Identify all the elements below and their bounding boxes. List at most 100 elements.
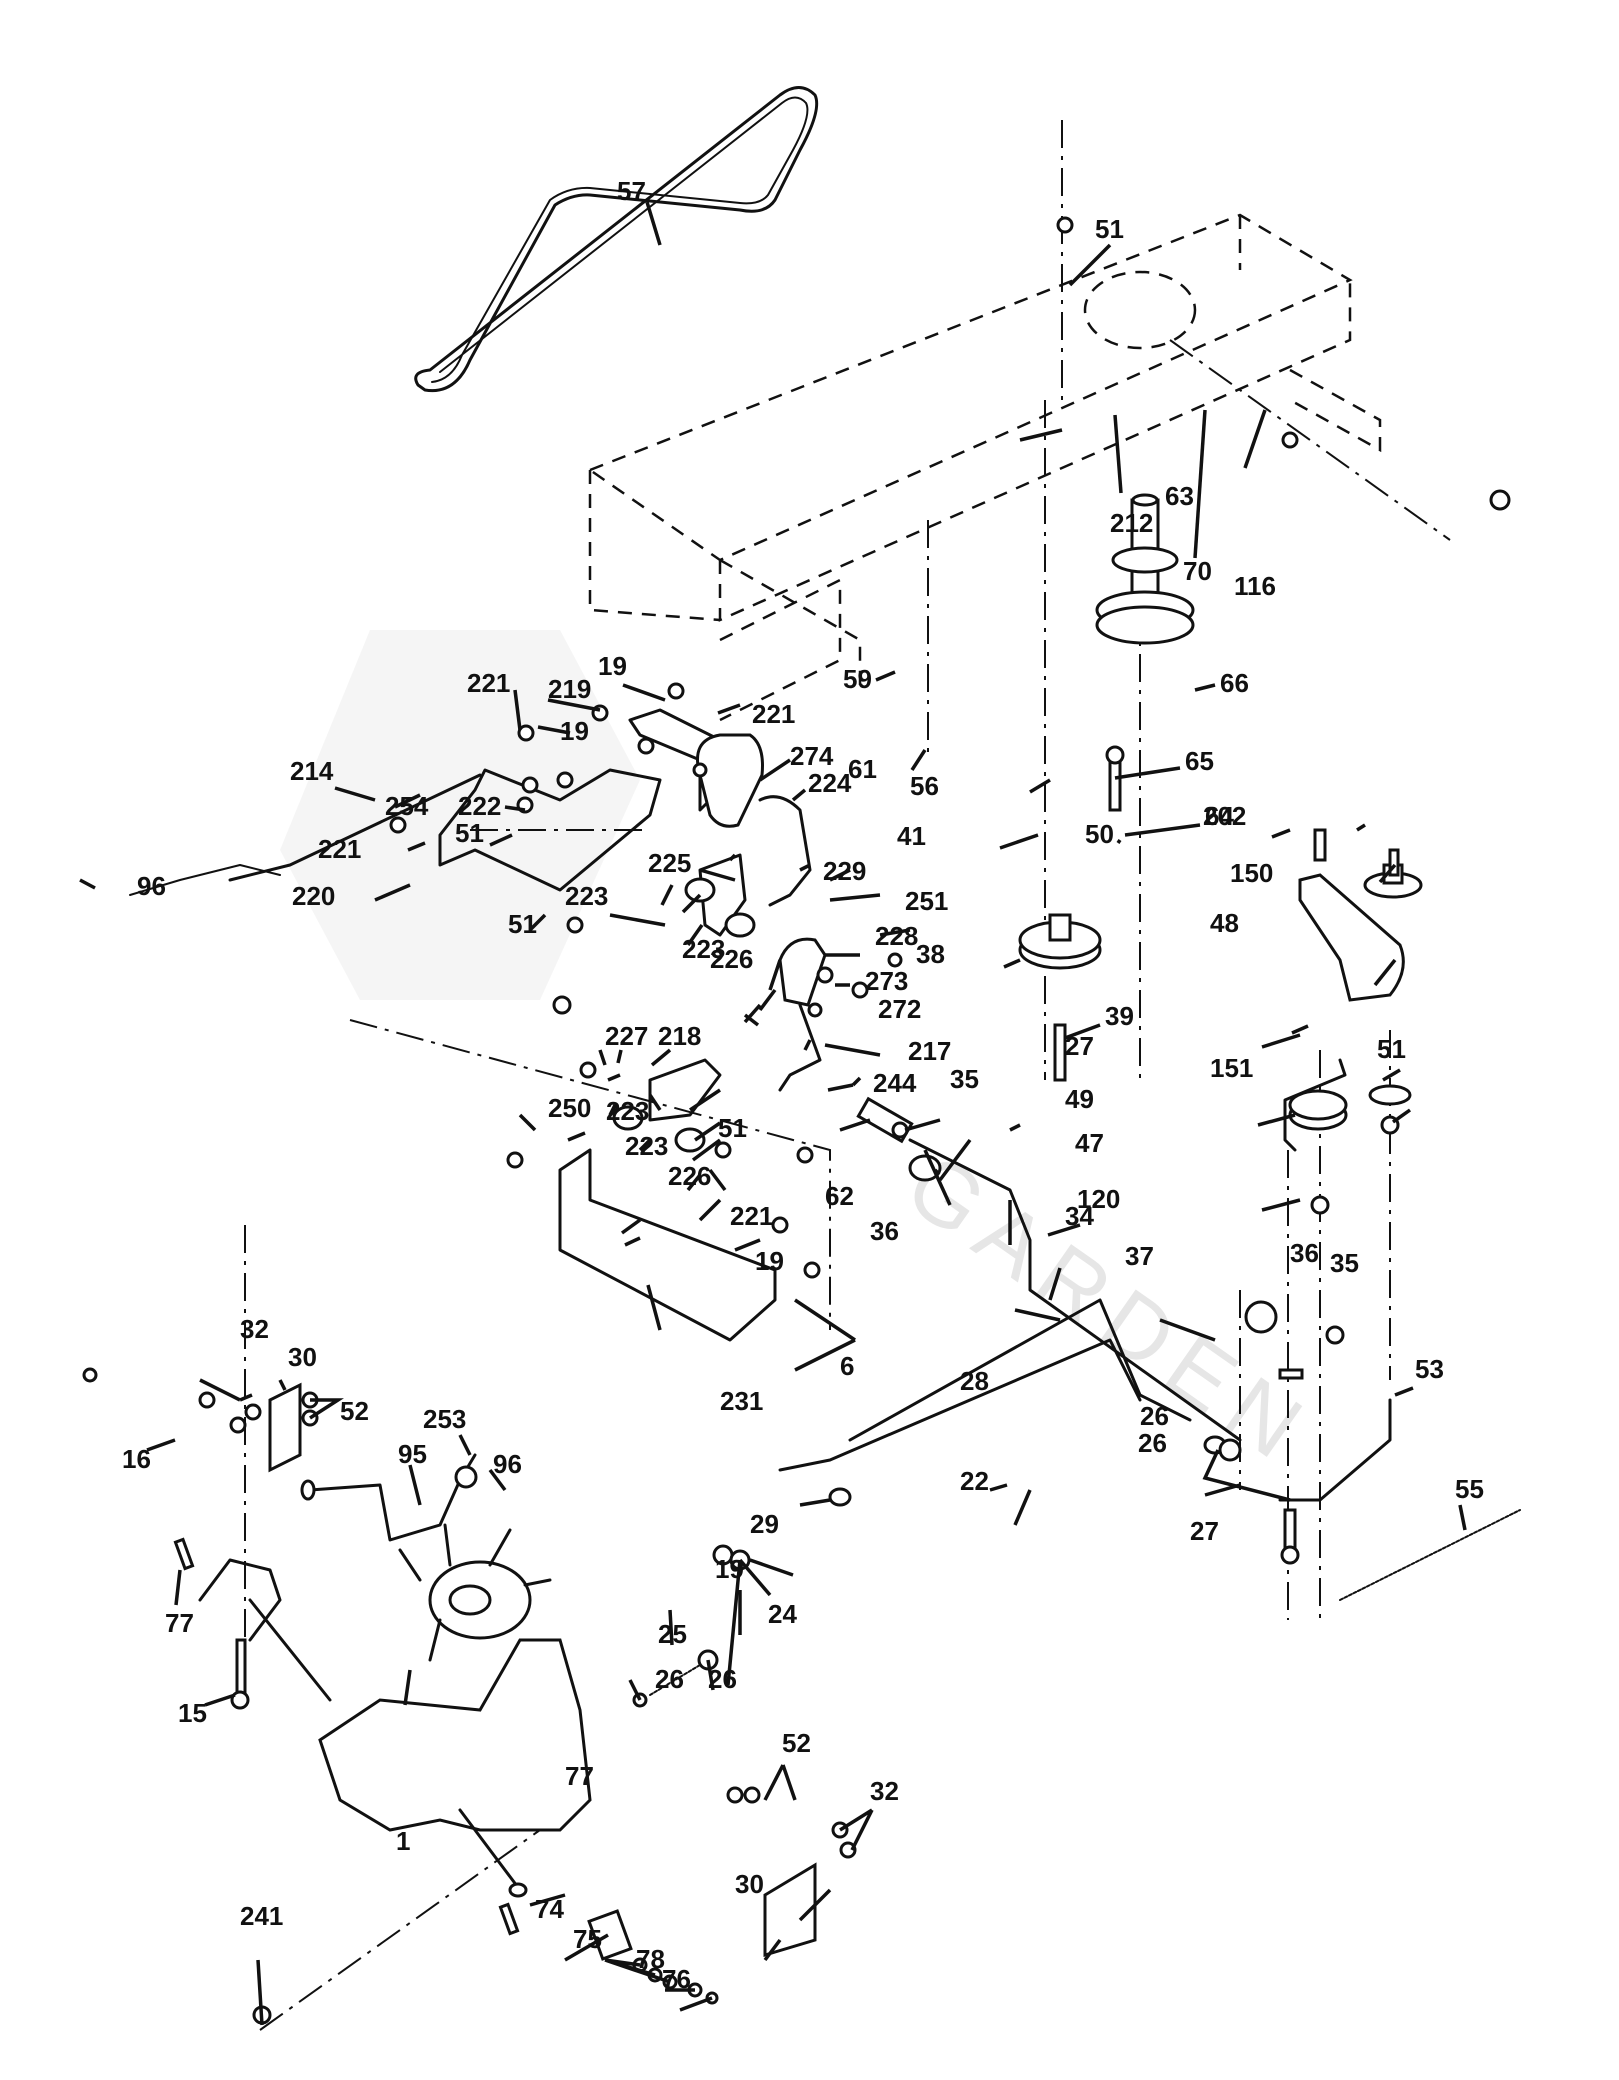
callout-226-b[interactable]: 226 [668,1161,711,1191]
callout-120[interactable]: 120 [1077,1184,1120,1214]
callout-253[interactable]: 253 [423,1404,466,1434]
callout-212[interactable]: 212 [1110,508,1153,538]
callout-64[interactable]: 64 [1205,801,1234,831]
callout-254[interactable]: 254 [385,791,429,821]
callout-48[interactable]: 48 [1210,908,1239,938]
callout-116[interactable]: 116 [1234,571,1276,601]
callout-217[interactable]: 217 [908,1036,951,1066]
callout-250[interactable]: 250 [548,1093,591,1123]
callout-51-e[interactable]: 51 [1377,1034,1406,1064]
callout-32-a[interactable]: 32 [240,1314,269,1344]
callout-35-a[interactable]: 35 [950,1064,979,1094]
callout-19-c[interactable]: 19 [755,1246,784,1276]
callout-202[interactable]: 202 [1203,801,1246,831]
callout-19-d[interactable]: 19 [715,1554,744,1584]
callout-51-d[interactable]: 51 [718,1113,747,1143]
callout-41[interactable]: 41 [897,821,926,851]
callout-224[interactable]: 224 [808,768,852,798]
callout-30-a[interactable]: 30 [288,1342,317,1372]
callout-151[interactable]: 151 [1210,1053,1253,1083]
callout-61[interactable]: 61 [848,754,877,784]
callout-78[interactable]: 78 [636,1944,665,1974]
callout-96-b[interactable]: 96 [493,1449,522,1479]
callout-51-c[interactable]: 51 [508,909,537,939]
callout-53[interactable]: 53 [1415,1354,1444,1384]
callout-25[interactable]: 25 [658,1619,687,1649]
callout-35-b[interactable]: 35 [1330,1248,1359,1278]
callout-22[interactable]: 22 [960,1466,989,1496]
callout-95[interactable]: 95 [398,1439,427,1469]
callout-223-d[interactable]: 223 [625,1131,668,1161]
callout-47[interactable]: 47 [1075,1128,1104,1158]
callout-26-c[interactable]: 26 [655,1664,684,1694]
callout-39[interactable]: 39 [1105,1001,1134,1031]
callout-221-d[interactable]: 221 [730,1201,773,1231]
callout-19-a[interactable]: 19 [598,651,627,681]
callout-221-b[interactable]: 221 [752,699,795,729]
callout-272[interactable]: 272 [878,994,921,1024]
callout-15[interactable]: 15 [178,1698,207,1728]
callout-63[interactable]: 63 [1165,481,1194,511]
callout-62[interactable]: 62 [825,1181,854,1211]
callout-150[interactable]: 150 [1230,858,1273,888]
callout-221-c[interactable]: 221 [318,834,361,864]
callout-27-upper[interactable]: 27 [1065,1031,1094,1061]
callout-222[interactable]: 222 [458,791,501,821]
callout-26-d[interactable]: 26 [708,1664,737,1694]
callout-16[interactable]: 16 [122,1444,151,1474]
callout-274[interactable]: 274 [790,741,834,771]
callout-219[interactable]: 219 [548,674,591,704]
callout-223-b[interactable]: 223 [682,934,725,964]
callout-6[interactable]: 6 [840,1351,854,1381]
callout-229[interactable]: 229 [823,856,866,886]
callout-221-a[interactable]: 221 [467,668,510,698]
callout-28[interactable]: 28 [960,1366,989,1396]
callout-96-a[interactable]: 96 [137,871,166,901]
callout-223-c[interactable]: 223 [606,1096,649,1126]
callout-36-a[interactable]: 36 [870,1216,899,1246]
callout-26-b[interactable]: 26 [1138,1428,1167,1458]
callout-55[interactable]: 55 [1455,1474,1484,1504]
callout-66[interactable]: 66 [1220,668,1249,698]
callout-38[interactable]: 38 [916,939,945,969]
callout-251[interactable]: 251 [905,886,948,916]
callout-34[interactable]: 34 [1065,1201,1094,1231]
callout-228[interactable]: 228 [875,921,918,951]
callout-223-a[interactable]: 223 [565,881,608,911]
callout-65[interactable]: 65 [1185,746,1214,776]
callout-32-b[interactable]: 32 [870,1776,899,1806]
callout-50[interactable]: 50 [1085,819,1114,849]
callout-59[interactable]: 59 [843,664,872,694]
callout-52-a[interactable]: 52 [340,1396,369,1426]
callout-70[interactable]: 70 [1183,556,1212,586]
callout-218[interactable]: 218 [658,1021,701,1051]
callout-75[interactable]: 75 [573,1924,602,1954]
callout-29[interactable]: 29 [750,1509,779,1539]
callout-74[interactable]: 74 [535,1894,564,1924]
callout-225[interactable]: 225 [648,848,691,878]
callout-220[interactable]: 220 [292,881,335,911]
callout-214[interactable]: 214 [290,756,334,786]
callout-27-lower[interactable]: 27 [1190,1516,1219,1546]
callout-37[interactable]: 37 [1125,1241,1154,1271]
callout-30-b[interactable]: 30 [735,1869,764,1899]
callout-273[interactable]: 273 [865,966,908,996]
callout-36-b[interactable]: 36 [1290,1238,1319,1268]
callout-52-b[interactable]: 52 [782,1728,811,1758]
callout-49[interactable]: 49 [1065,1084,1094,1114]
callout-56[interactable]: 56 [910,771,939,801]
callout-57[interactable]: 57 [617,176,646,206]
callout-244[interactable]: 244 [873,1068,917,1098]
callout-226-a[interactable]: 226 [710,944,753,974]
callout-19-b[interactable]: 19 [560,716,589,746]
callout-51-b[interactable]: 51 [455,818,484,848]
callout-231[interactable]: 231 [720,1386,763,1416]
callout-51-top[interactable]: 51 [1095,214,1124,244]
callout-26-a[interactable]: 26 [1140,1401,1169,1431]
callout-24[interactable]: 24 [768,1599,797,1629]
callout-1[interactable]: 1 [396,1826,410,1856]
callout-77-a[interactable]: 77 [165,1608,194,1638]
callout-77-b[interactable]: 77 [565,1761,594,1791]
callout-227[interactable]: 227 [605,1021,648,1051]
callout-241[interactable]: 241 [240,1901,283,1931]
